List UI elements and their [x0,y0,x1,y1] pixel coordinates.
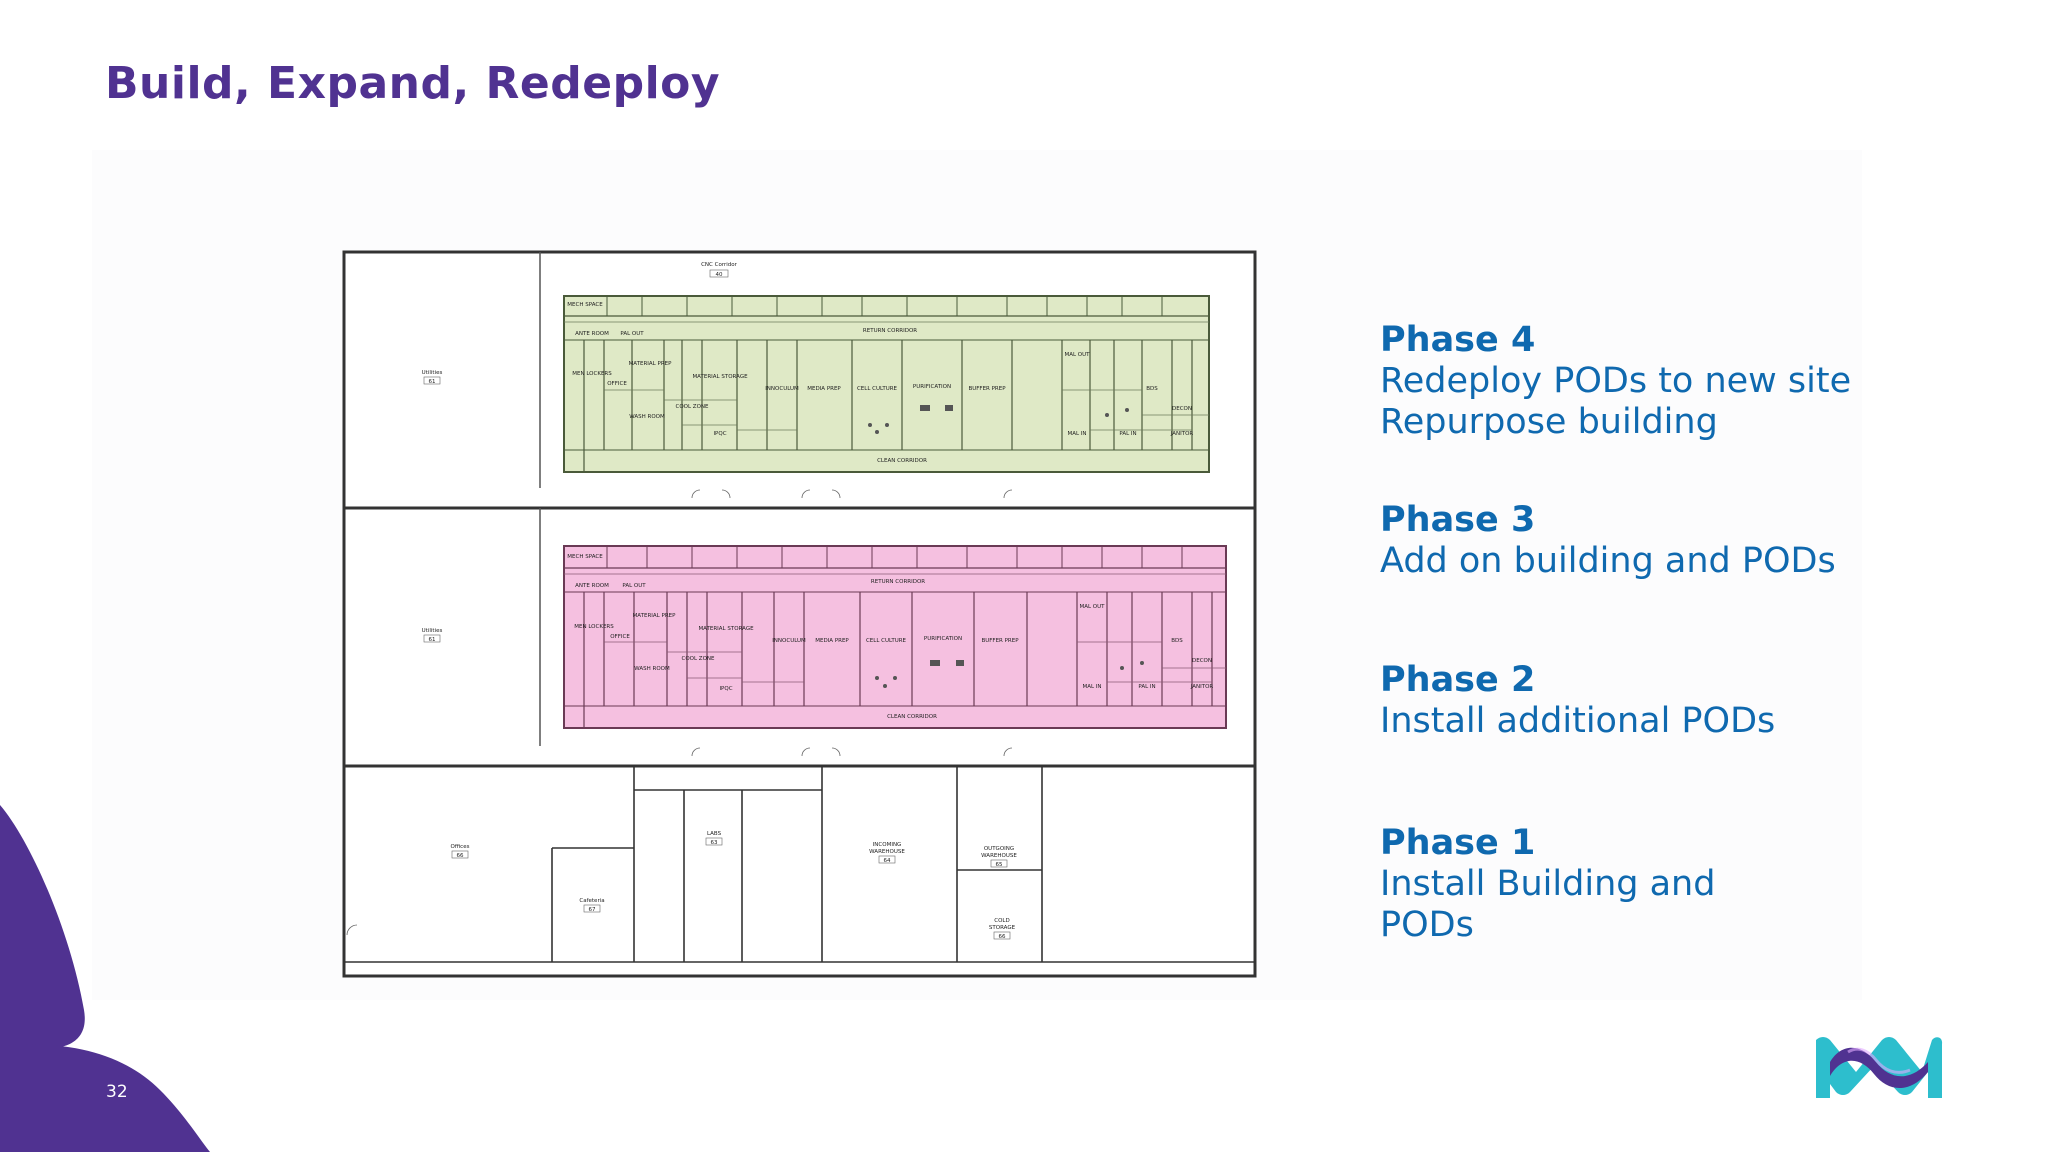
pod4-decon: DECON [1172,406,1192,412]
pod4-men-lockers: MEN LOCKERS [572,371,612,377]
pod3-cell-culture: CELL CULTURE [866,638,907,644]
incoming-label-2: WAREHOUSE [869,849,905,855]
pod3-inoculum: INNOCULUM [772,638,806,644]
pod4-pal-in: PAL IN [1119,431,1136,437]
pod3-buffer-prep: BUFFER PREP [981,638,1019,644]
pod4-pal-out: PAL OUT [620,331,644,337]
offices-num: 66 [457,853,464,859]
pod3-ante-room: ANTE ROOM [575,583,609,589]
pod3-clean-corridor: CLEAN CORRIDOR [887,714,937,720]
pod3-pal-in: PAL IN [1138,684,1155,690]
phase-4-title: Phase 4 [1380,320,1536,360]
pod4-mal-in: MAL IN [1067,431,1086,437]
pod4-purification: PURIFICATION [913,384,951,390]
pod4-inoculum: INNOCULUM [765,386,799,392]
cafeteria-num: 67 [589,907,596,913]
pod3-mech-space: MECH SPACE [567,554,603,560]
cold-storage-num: 66 [999,934,1006,940]
phase-1-line-2: PODs [1380,905,1474,945]
incoming-num: 64 [884,858,891,864]
incoming-label: INCOMING [873,842,902,848]
pod4-wash-room: WASH ROOM [629,414,665,420]
pod3-material-prep: MATERIAL PREP [633,613,677,619]
pod4-clean-corridor: CLEAN CORRIDOR [877,458,927,464]
pod3-ipqc: IPQC [719,686,732,692]
pod4-material-prep: MATERIAL PREP [629,361,673,367]
phase3-pod-block: ANTE ROOM PAL OUT MATERIAL PREP MATERIAL… [563,545,1227,729]
pod3-bds: BDS [1171,638,1183,644]
phase-2-title: Phase 2 [1380,660,1536,700]
phase-3-line-1: Add on building and PODs [1380,541,1836,581]
phase-3-block: Phase 3 Add on building and PODs [1380,500,1836,582]
pod3-mal-out: MAL OUT [1079,604,1105,610]
cnc-corridor-label: CNC Corridor [701,262,738,268]
pod4-office: OFFICE [607,381,627,387]
phase-1-block: Phase 1 Install Building and PODs [1380,823,1715,946]
pod4-buffer-prep: BUFFER PREP [968,386,1006,392]
page-number: 32 [106,1082,128,1102]
brand-logo-icon [1816,1037,1943,1098]
pod3-decon: DECON [1192,658,1212,664]
pod3-media-prep: MEDIA PREP [815,638,849,644]
page-title: Build, Expand, Redeploy [105,58,721,109]
pod3-cool-zone: COOL ZONE [682,656,716,662]
labs-num: 63 [711,840,718,846]
pod4-material-storage: MATERIAL STORAGE [692,374,748,380]
cold-storage-label-2: STORAGE [989,925,1016,931]
pod3-wash-room: WASH ROOM [634,666,670,672]
phase4-pod-block: ANTE ROOM PAL OUT MATERIAL PREP MATERIAL… [563,295,1210,473]
utilities-mid-label: Utilities [422,628,443,634]
pod3-mal-in: MAL IN [1082,684,1101,690]
utilities-top-label: Utilities [422,370,443,376]
pod3-return-corridor: RETURN CORRIDOR [871,579,925,585]
offices-label: Offices [451,844,470,850]
outgoing-num: 65 [996,862,1003,868]
pod4-return-corridor: RETURN CORRIDOR [863,328,917,334]
pod4-media-prep: MEDIA PREP [807,386,841,392]
outgoing-label: OUTGOING [984,846,1014,852]
phase-1-title: Phase 1 [1380,823,1536,863]
pod3-office: OFFICE [610,634,630,640]
pod3-men-lockers: MEN LOCKERS [574,624,614,630]
outgoing-label-2: WAREHOUSE [981,853,1017,859]
pod3-purification: PURIFICATION [924,636,962,642]
pod4-cool-zone: COOL ZONE [676,404,710,410]
pod4-ante-room: ANTE ROOM [575,331,609,337]
cnc-corridor-num: 40 [716,272,723,278]
utilities-top-num: 61 [429,379,436,385]
pod4-bds: BDS [1146,386,1158,392]
phase-1-line-1: Install Building and [1380,864,1716,904]
pod4-cell-culture: CELL CULTURE [857,386,898,392]
cafeteria-label: Cafeteria [579,898,604,904]
pod3-material-storage: MATERIAL STORAGE [698,626,754,632]
pod4-janitor: JANITOR [1170,431,1194,437]
pod4-mech-space: MECH SPACE [567,302,603,308]
decorative-corner-shape [0,805,210,1152]
labs-label: LABS [707,831,722,837]
phase-2-block: Phase 2 Install additional PODs [1380,660,1775,742]
pod3-janitor: JANITOR [1190,684,1214,690]
pod4-mal-out: MAL OUT [1064,352,1090,358]
phase-4-line-1: Redeploy PODs to new site [1380,361,1852,401]
phase-2-line-1: Install additional PODs [1380,701,1776,741]
phase-4-line-2: Repurpose building [1380,402,1718,442]
floorplan-drawing: CNC Corridor 40 Utilities 61 Utilities 6… [342,250,1257,978]
cold-storage-label: COLD [994,918,1009,924]
phase-4-block: Phase 4 Redeploy PODs to new site Repurp… [1380,320,1851,443]
utilities-mid-num: 61 [429,637,436,643]
pod4-ipqc: IPQC [713,431,726,437]
pod3-pal-out: PAL OUT [622,583,646,589]
phase-3-title: Phase 3 [1380,500,1536,540]
